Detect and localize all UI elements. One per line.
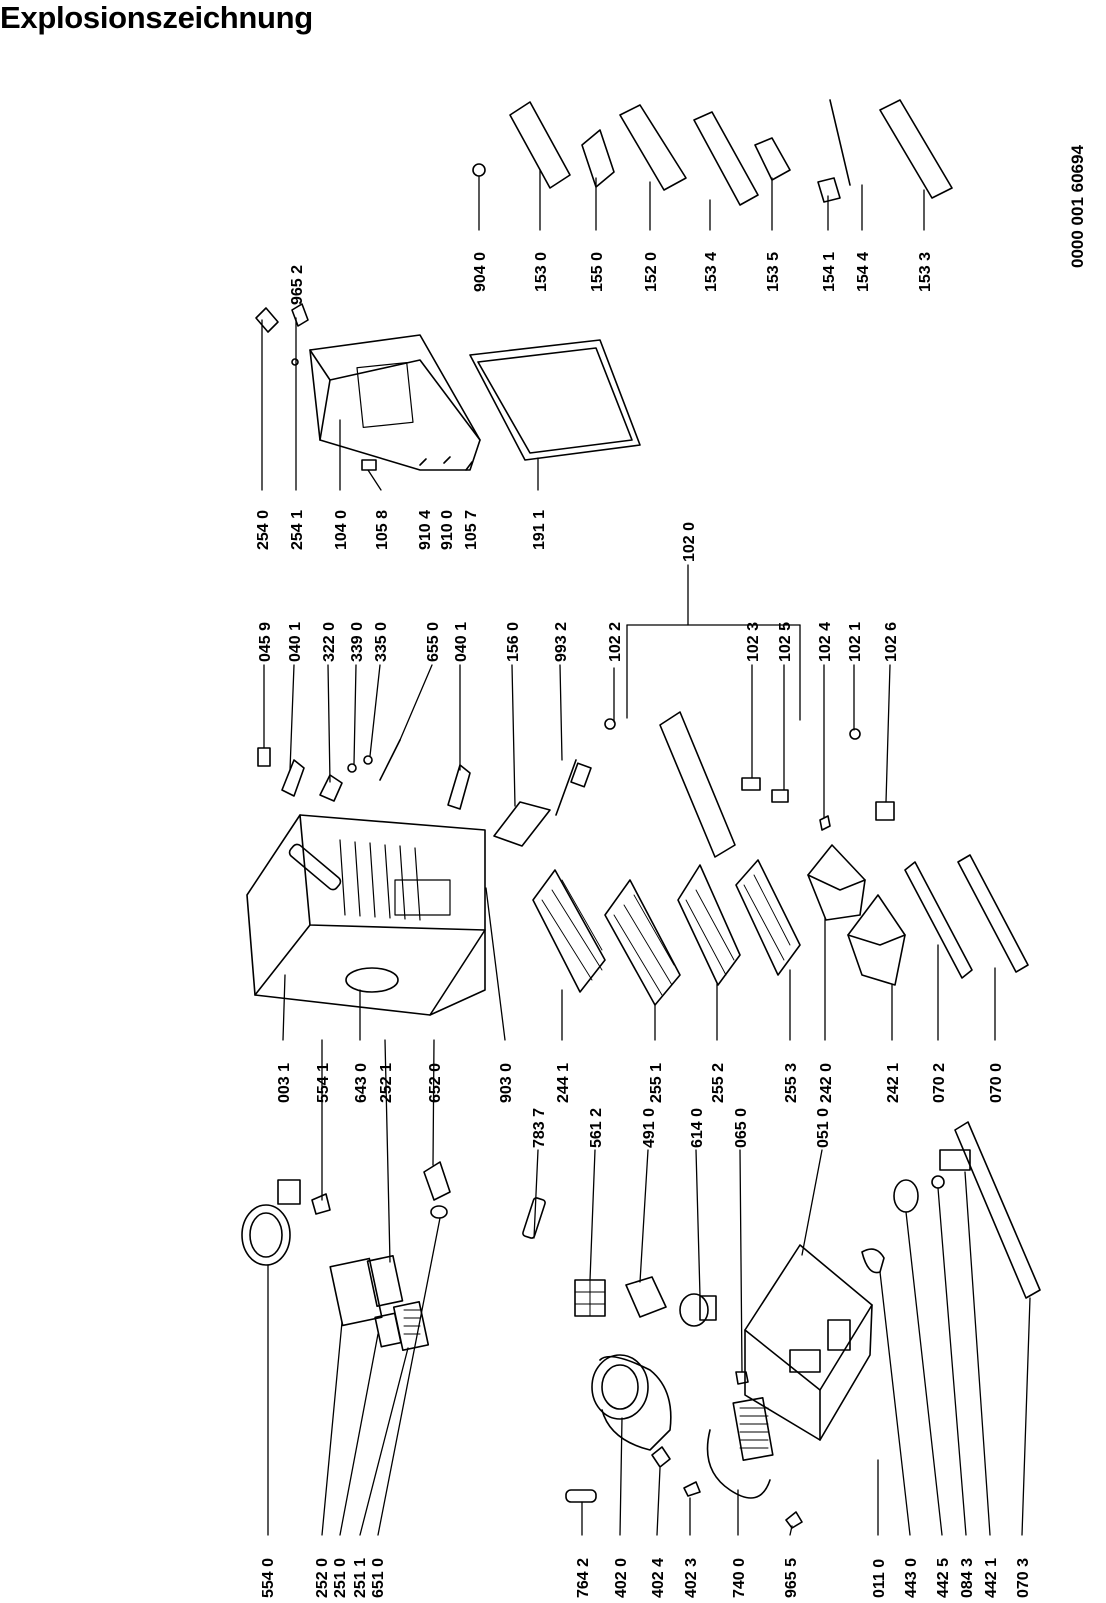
label-652-0: 652 0	[427, 1063, 444, 1103]
base-tray-drawing	[744, 1244, 873, 1441]
label-153-4: 153 4	[703, 252, 720, 292]
label-554-1: 554 1	[315, 1063, 332, 1103]
label-154-1: 154 1	[821, 252, 838, 292]
label-993-2: 993 2	[553, 622, 570, 662]
freezer-door-drawing	[309, 334, 641, 471]
label-102-6: 102 6	[883, 622, 900, 662]
label-740-0: 740 0	[731, 1558, 748, 1598]
part-labels: 554 0 252 0 251 0 251 1 651 0 764 2 402 …	[255, 145, 1087, 1598]
light-housing-drawing	[329, 1254, 430, 1352]
label-442-5: 442 5	[935, 1558, 952, 1598]
label-554-0: 554 0	[260, 1558, 277, 1598]
label-153-3: 153 3	[917, 252, 934, 292]
label-040-1-a: 040 1	[287, 622, 304, 662]
label-152-0: 152 0	[643, 252, 660, 292]
label-051-0: 051 0	[815, 1108, 832, 1148]
compressor-drawing	[591, 1354, 672, 1451]
label-255-1: 255 1	[648, 1063, 665, 1103]
label-156-0: 156 0	[505, 622, 522, 662]
leader-lines	[261, 169, 1031, 1536]
label-904-0: 904 0	[472, 252, 489, 292]
label-614-0: 614 0	[689, 1108, 706, 1148]
cabinet-drawing	[246, 814, 486, 1016]
label-491-0: 491 0	[641, 1108, 658, 1148]
shelves-drawing	[532, 859, 801, 1006]
label-045-9: 045 9	[257, 622, 274, 662]
label-783-7: 783 7	[531, 1108, 548, 1148]
label-065-0: 065 0	[733, 1108, 750, 1148]
label-040-1-b: 040 1	[453, 622, 470, 662]
label-102-4: 102 4	[817, 622, 834, 662]
label-104-0: 104 0	[333, 510, 350, 550]
label-339-0: 339 0	[349, 622, 366, 662]
label-443-0: 443 0	[903, 1558, 920, 1598]
label-251-0: 251 0	[332, 1558, 349, 1598]
document-number: 0000 001 60694	[1068, 145, 1087, 268]
label-251-1: 251 1	[352, 1558, 369, 1598]
label-102-3: 102 3	[745, 622, 762, 662]
label-070-0: 070 0	[988, 1063, 1005, 1103]
label-102-5: 102 5	[777, 622, 794, 662]
label-965-2: 965 2	[289, 265, 306, 305]
label-102-1: 102 1	[847, 622, 864, 662]
label-254-1: 254 1	[289, 510, 306, 550]
label-153-0: 153 0	[533, 252, 550, 292]
label-402-3: 402 3	[683, 1558, 700, 1598]
label-102-2: 102 2	[607, 622, 624, 662]
label-252-0: 252 0	[314, 1558, 331, 1598]
label-910-0: 910 0	[439, 510, 456, 550]
label-011-0: 011 0	[871, 1559, 888, 1598]
label-155-0: 155 0	[589, 252, 606, 292]
label-322-0: 322 0	[321, 622, 338, 662]
label-254-0: 254 0	[255, 510, 272, 550]
label-070-2: 070 2	[931, 1063, 948, 1103]
label-561-2: 561 2	[588, 1108, 605, 1148]
label-255-2: 255 2	[710, 1063, 727, 1103]
label-252-1: 252 1	[378, 1063, 395, 1103]
label-764-2: 764 2	[575, 1558, 592, 1598]
label-643-0: 643 0	[353, 1063, 370, 1103]
label-154-4: 154 4	[855, 252, 872, 292]
label-965-5: 965 5	[783, 1558, 800, 1598]
label-655-0: 655 0	[425, 622, 442, 662]
label-402-0: 402 0	[613, 1558, 630, 1598]
label-255-3: 255 3	[783, 1063, 800, 1103]
label-084-3: 084 3	[959, 1558, 976, 1598]
label-903-0: 903 0	[498, 1063, 515, 1103]
fan-ring-drawing	[241, 1179, 301, 1266]
condenser-drawing	[706, 1397, 774, 1499]
label-153-5: 153 5	[765, 252, 782, 292]
page-title: Explosionszeichnung	[0, 0, 313, 35]
relay-drawing	[574, 1279, 606, 1317]
label-335-0: 335 0	[373, 622, 390, 662]
label-910-4: 910 4	[417, 510, 434, 550]
label-242-0: 242 0	[818, 1063, 835, 1103]
label-651-0: 651 0	[370, 1558, 387, 1598]
label-105-8: 105 8	[374, 510, 391, 550]
label-102-0: 102 0	[681, 522, 698, 562]
parts	[241, 99, 1041, 1529]
label-003-1: 003 1	[276, 1063, 293, 1103]
label-242-1: 242 1	[885, 1063, 902, 1103]
label-191-1: 191 1	[531, 510, 548, 550]
label-105-7: 105 7	[463, 510, 480, 550]
label-244-1: 244 1	[555, 1063, 572, 1103]
label-402-4: 402 4	[650, 1558, 667, 1598]
label-070-3: 070 3	[1015, 1558, 1032, 1598]
label-442-1: 442 1	[983, 1558, 1000, 1598]
